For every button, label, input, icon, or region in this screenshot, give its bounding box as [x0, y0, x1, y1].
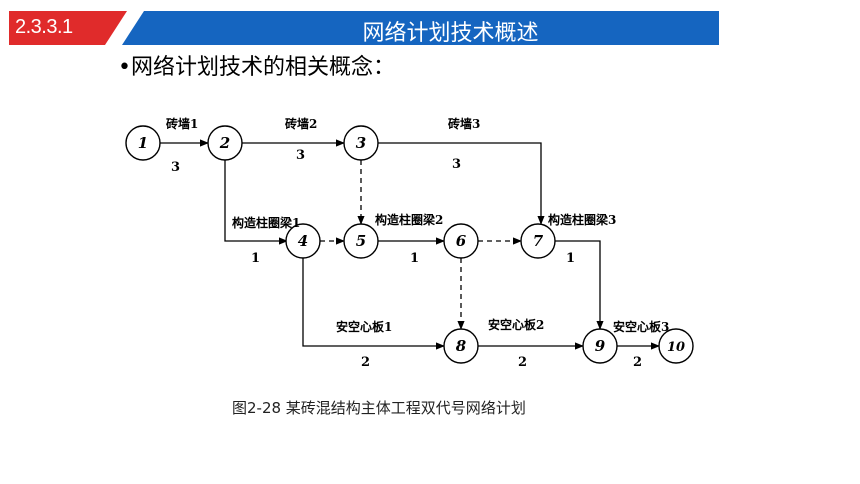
arrow-2-4	[224, 160, 288, 245]
title-bar-bg	[122, 11, 719, 45]
node-6-circle	[443, 223, 479, 259]
activity-name-4: 构造柱圈梁1	[232, 215, 300, 230]
node-4-circle	[285, 223, 321, 259]
node-4-label: 4	[298, 232, 308, 250]
activity-duration-8: 2	[518, 355, 527, 370]
title-bar: 网络计划技术概述	[122, 11, 719, 46]
activity-duration-6: 1	[566, 251, 575, 266]
arrow-7-9	[555, 240, 604, 330]
activity-duration-3: 3	[452, 157, 461, 172]
node-5-circle	[343, 223, 379, 259]
activity-duration-7: 2	[361, 355, 370, 370]
node-10-circle	[658, 328, 694, 364]
section-number-bg	[9, 11, 127, 45]
activity-duration-2: 3	[296, 148, 305, 163]
node-8-label: 8	[456, 337, 467, 355]
node-5-label: 5	[356, 232, 366, 250]
activity-name-2: 砖墙2	[285, 116, 317, 131]
figure-caption: 图2-28 某砖混结构主体工程双代号网络计划	[232, 399, 526, 417]
activity-name-7: 安空心板1	[336, 319, 392, 334]
activity-duration-4: 1	[251, 251, 260, 266]
node-7-circle	[520, 223, 556, 259]
arrow-3-7	[378, 142, 545, 225]
arrow-4-8	[302, 258, 445, 350]
node-9-circle	[582, 328, 618, 364]
activity-name-3: 砖墙3	[448, 116, 480, 131]
activity-name-1: 砖墙1	[166, 116, 198, 131]
node-8-circle	[443, 328, 479, 364]
activity-name-6: 构造柱圈梁3	[548, 212, 616, 227]
node-3-circle	[343, 125, 379, 161]
node-7-label: 7	[533, 232, 544, 250]
node-9-label: 9	[595, 337, 606, 355]
page-title: 网络计划技术概述	[362, 21, 539, 46]
activity-duration-1: 3	[171, 160, 180, 175]
network-diagram: 1 2 3 4 5 6 7 8 9 10 砖墙1 砖墙2 砖墙3 构造柱圈梁1 …	[125, 116, 694, 370]
activity-name-8: 安空心板2	[488, 317, 544, 332]
bullet-heading: •网络计划技术的相关概念：	[118, 55, 395, 80]
node-2-label: 2	[219, 134, 230, 152]
node-2-circle	[207, 125, 243, 161]
activity-duration-5: 1	[410, 251, 419, 266]
node-6-label: 6	[456, 232, 467, 250]
section-number: 2.3.3.1	[15, 16, 73, 38]
activity-duration-9: 2	[633, 355, 642, 370]
node-3-label: 3	[356, 134, 366, 152]
activity-name-9: 安空心板3	[613, 319, 669, 334]
activity-name-5: 构造柱圈梁2	[375, 212, 443, 227]
node-10-label: 10	[667, 340, 685, 355]
node-1-label: 1	[138, 134, 148, 152]
node-1-circle	[125, 125, 161, 161]
section-number-tag: 2.3.3.1	[9, 11, 127, 45]
